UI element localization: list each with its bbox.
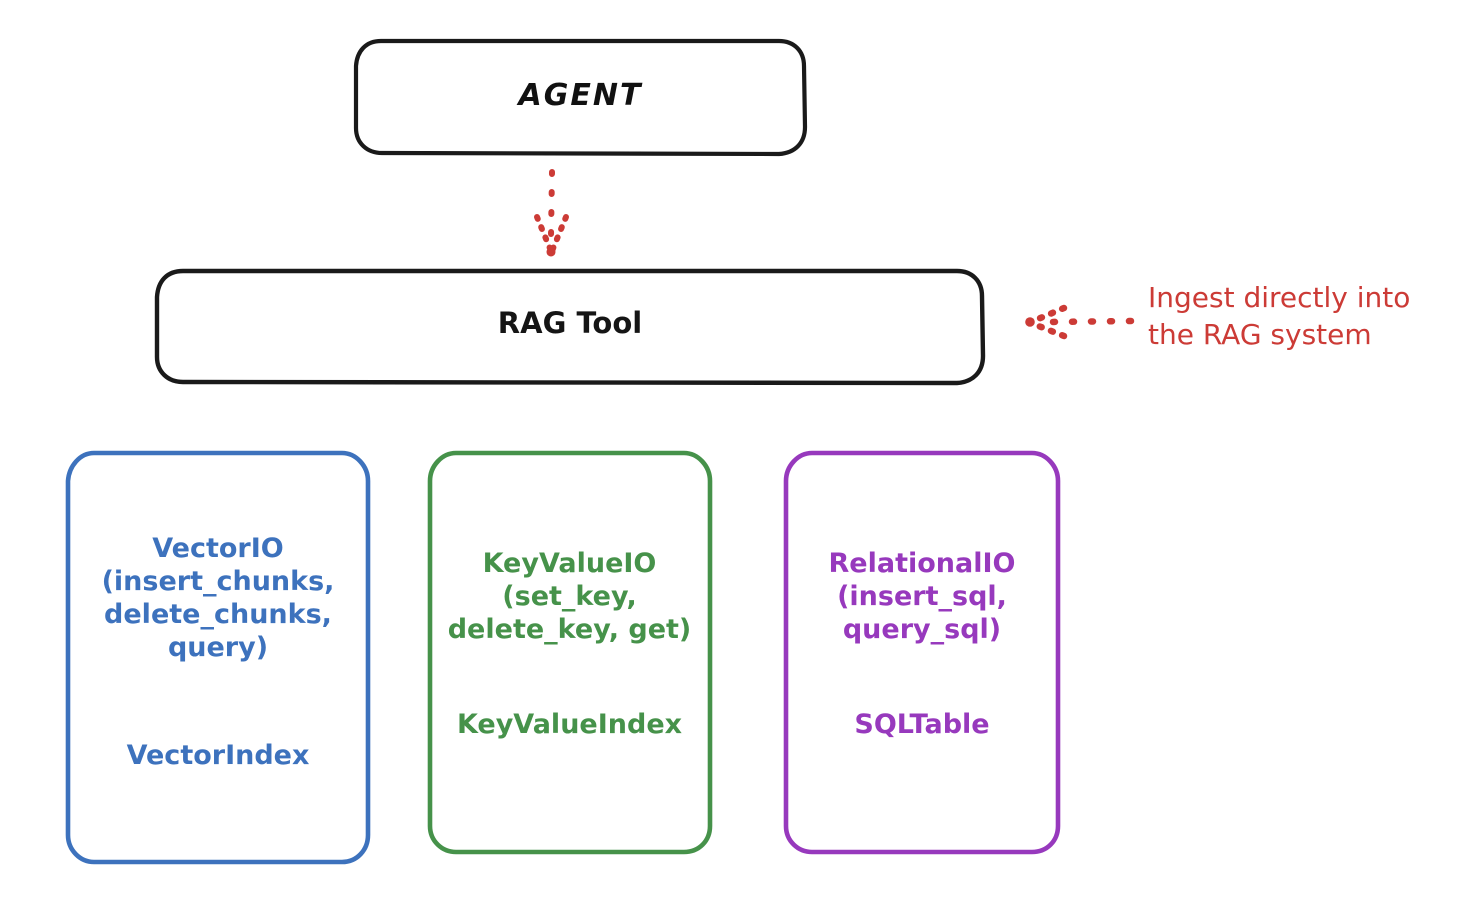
ingest-arrow-tip xyxy=(1025,317,1035,327)
arrow-left-icon xyxy=(1027,304,1068,340)
ingest-dotted-line xyxy=(1044,317,1135,326)
relational-io-box-outline xyxy=(783,450,1061,855)
vector-io-node[interactable] xyxy=(65,450,371,865)
agent-to-rag-connector xyxy=(534,169,569,257)
arrow-tip xyxy=(546,247,556,257)
key-value-io-node[interactable] xyxy=(427,450,713,855)
key-value-io-box-outline xyxy=(427,450,713,855)
vector-io-box-outline xyxy=(65,450,371,865)
agent-box-outline xyxy=(353,38,808,157)
arrow-down-icon xyxy=(534,214,569,254)
relational-io-node[interactable] xyxy=(783,450,1061,855)
agent-node[interactable] xyxy=(353,38,808,157)
connector-dotted-line xyxy=(548,169,555,239)
rag-tool-node[interactable] xyxy=(154,268,986,386)
ingest-annotation-connector xyxy=(1025,304,1135,340)
rag-tool-box-outline xyxy=(154,268,986,386)
